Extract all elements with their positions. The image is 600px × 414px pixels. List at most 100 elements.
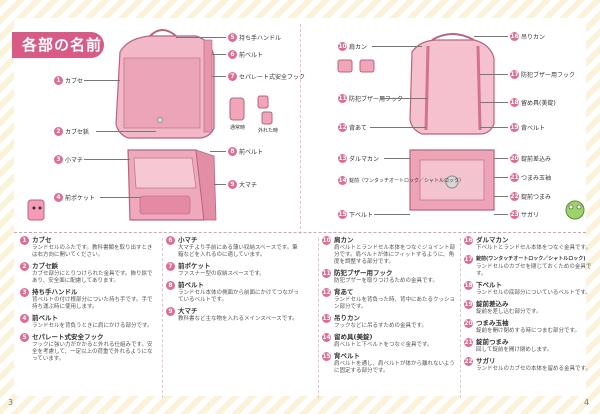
- item-number: 14: [322, 333, 331, 342]
- callout-number: 1: [54, 76, 63, 85]
- page-divider: [300, 24, 301, 234]
- leader-line: [212, 76, 226, 77]
- leader-line: [480, 74, 508, 75]
- item-number: 4: [20, 314, 29, 323]
- leader-line: [84, 159, 130, 160]
- leader-line: [214, 184, 226, 185]
- leader-line: [480, 102, 508, 103]
- page-title: 各部の名前: [12, 32, 104, 58]
- leader-line: [494, 158, 508, 159]
- item-number: 19: [464, 300, 473, 309]
- item-number: 20: [464, 319, 473, 328]
- leader-line: [176, 37, 226, 38]
- backpack-bottom-illustration: [409, 149, 495, 211]
- callout-number: 14: [338, 176, 347, 185]
- callout-number: 13: [338, 154, 347, 163]
- callout-number: 3: [54, 155, 63, 164]
- leader-line: [374, 214, 410, 215]
- callout-number: 17: [510, 70, 519, 79]
- leader-line: [96, 131, 156, 132]
- leader-line: [370, 127, 426, 128]
- callout-number: 19: [510, 123, 519, 132]
- column-divider: [162, 238, 163, 398]
- item-number: 11: [322, 269, 331, 278]
- page-number-left: 3: [8, 398, 14, 407]
- leader-line: [210, 151, 226, 152]
- callout-number: 10: [338, 42, 347, 51]
- leader-line: [84, 80, 120, 81]
- item-number: 7: [166, 262, 175, 271]
- robot-mascot-icon: [27, 199, 45, 221]
- backpack-back-illustration: [337, 33, 495, 135]
- callout-number: 12: [338, 123, 347, 132]
- leader-line: [480, 127, 508, 128]
- item-number: 16: [464, 236, 473, 245]
- callout-number: 11: [338, 94, 347, 103]
- leader-line: [474, 36, 508, 37]
- frog-mascot-icon: [565, 200, 585, 220]
- leader-line: [494, 177, 508, 178]
- callout-number: 16: [510, 32, 519, 41]
- item-number: 5: [20, 333, 29, 342]
- item-number: 12: [322, 288, 331, 297]
- section-divider: [14, 232, 586, 233]
- leader-line: [494, 196, 508, 197]
- callout-number: 15: [338, 210, 347, 219]
- item-number: 17: [464, 255, 473, 264]
- callout-number: 21: [510, 173, 519, 182]
- item-number: 8: [166, 281, 175, 290]
- item-number: 3: [20, 288, 29, 297]
- callout-number: 4: [54, 193, 63, 202]
- item-number: 10: [322, 236, 331, 245]
- backpack-side-illustration: [127, 149, 217, 221]
- item-number: 1: [20, 236, 29, 245]
- leader-line: [372, 46, 422, 47]
- callout-number: 9: [228, 180, 237, 189]
- column-divider: [318, 238, 319, 398]
- item-number: 18: [464, 281, 473, 290]
- callout-number: 6: [228, 50, 237, 59]
- item-number: 22: [464, 357, 473, 366]
- backpack-front-illustration: [115, 29, 215, 139]
- item-number: 21: [464, 338, 473, 347]
